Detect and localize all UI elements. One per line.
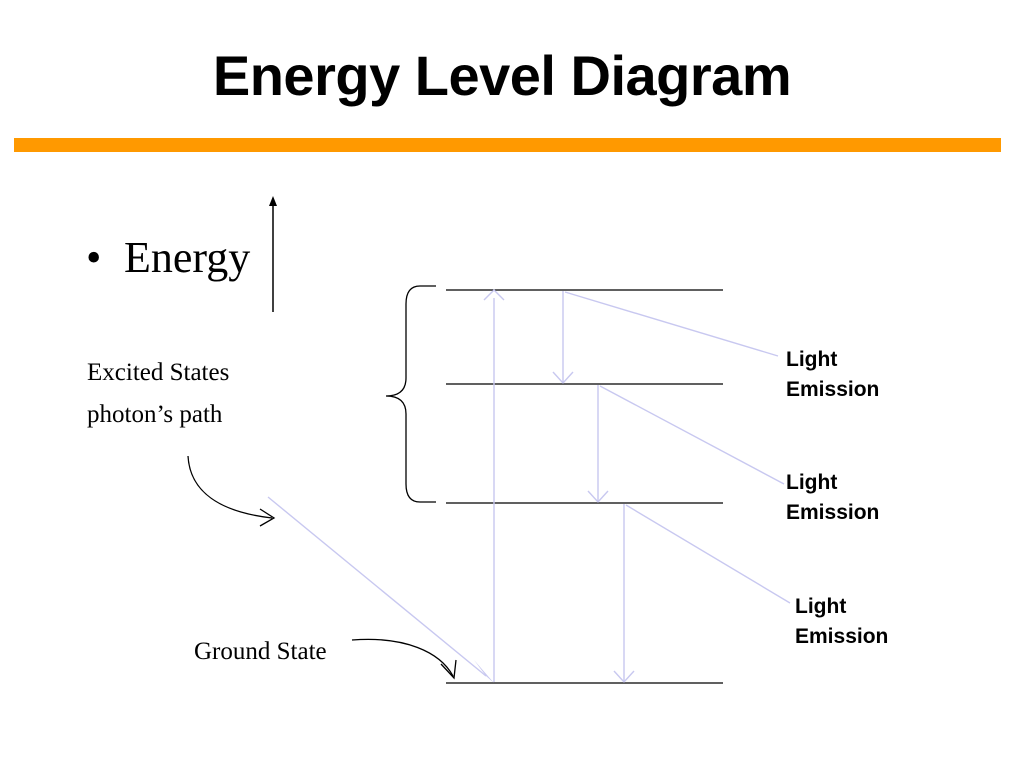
energy-axis-arrowhead xyxy=(269,196,277,206)
light-emission-label-3-line1: Light xyxy=(795,595,847,618)
bullet-energy-text: Energy xyxy=(124,233,251,282)
ground-state-pointer-head xyxy=(440,659,457,680)
light-emission-label-2: Light Emission xyxy=(786,468,879,528)
light-emission-label-2-line1: Light xyxy=(786,471,838,494)
incoming-photon-arrowhead xyxy=(474,660,494,683)
accent-bar xyxy=(14,138,1001,152)
light-emission-label-1: Light Emission xyxy=(786,345,879,405)
page-title: Energy Level Diagram xyxy=(212,44,792,107)
light-emission-label-1-line2: Emission xyxy=(786,378,880,401)
bullet-dot: • xyxy=(86,233,102,282)
transition-1-0-arrowhead xyxy=(613,670,635,684)
light-emission-label-2-line2: Emission xyxy=(786,501,880,524)
excited-states-brace xyxy=(385,285,436,503)
excitation-arrowhead xyxy=(483,289,505,301)
ground-state-label: Ground State xyxy=(194,638,327,665)
emission-ray-2 xyxy=(599,385,785,485)
photon-path-label: photon’s path xyxy=(87,401,223,428)
bullet-energy: • Energy xyxy=(86,230,250,286)
emission-ray-1 xyxy=(564,291,779,357)
photon-path-pointer-head xyxy=(259,508,276,527)
light-emission-label-3: Light Emission xyxy=(795,592,888,652)
light-emission-label-1-line1: Light xyxy=(786,348,838,371)
ground-state-pointer xyxy=(351,638,454,677)
transition-3-2-arrowhead xyxy=(552,371,574,385)
light-emission-label-3-line2: Emission xyxy=(795,625,889,648)
photon-path-pointer xyxy=(187,455,273,519)
incoming-photon-line xyxy=(267,496,487,677)
emission-ray-3 xyxy=(625,504,791,604)
transition-2-1-arrowhead xyxy=(587,490,609,504)
excited-states-label: Excited States xyxy=(87,359,230,386)
